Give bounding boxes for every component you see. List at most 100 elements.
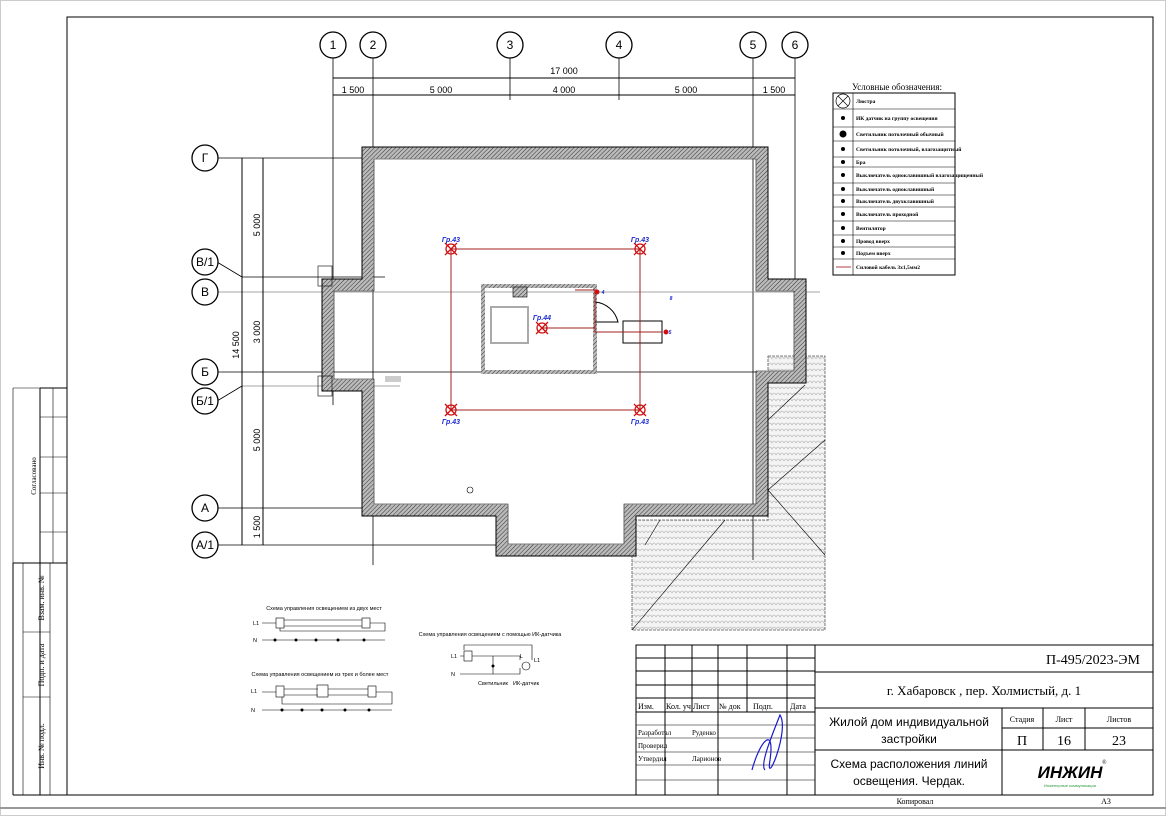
legend-label: Выключатель проходной (856, 211, 919, 218)
group-label: Гр.43 (631, 237, 649, 244)
scheme-title: Схема управления освещением из двух мест (266, 606, 382, 612)
legend-item: Провод вверх (833, 239, 955, 248)
role-checker: Проверил (638, 742, 668, 750)
control-schemes: Схема управления освещением из двух мест… (251, 606, 562, 714)
inv-orig-label: Инв. № подл. (37, 723, 46, 769)
legend-label: Светильник потолочный обычный (856, 131, 944, 138)
sign-date-label: Подп. и дата (37, 643, 46, 686)
col-list: Лист (693, 702, 710, 711)
switch-icon (663, 329, 669, 335)
legend-item: Светильник потолочный обычный (833, 130, 955, 142)
dim-h-1: 1 500 (342, 85, 365, 95)
sconce-icon (841, 160, 845, 164)
l1-label: L1 (253, 621, 259, 627)
fan-icon (841, 226, 845, 230)
axis-label: 5 (750, 38, 757, 52)
drawing-title-line2: освещения. Чердак. (853, 774, 965, 788)
dim-overall-h: 17 000 (550, 66, 578, 76)
l1-label: L1 (451, 654, 457, 660)
axis-label: 3 (507, 38, 514, 52)
n-label: N (253, 638, 257, 644)
chimney (490, 306, 529, 344)
group-label: Гр.43 (631, 419, 649, 426)
name-approver: Ларионов (692, 755, 722, 763)
company-logo: ИНЖИН (1038, 763, 1103, 782)
sheet-label: Лист (1056, 715, 1073, 724)
role-developer: Разработал (638, 729, 672, 737)
n-label: N (251, 708, 255, 714)
legend-label: Люстра (856, 99, 876, 105)
lamp-label: Светильник (478, 681, 508, 687)
left-stamp: Согласовано Взам. инв. № Подп. и дата Ин… (12, 387, 67, 796)
lighting-circuit: Гр.43 Гр.43 Гр.43 Гр.43 Гр.44 4 8 5 (442, 237, 673, 426)
dim-v-1: 5 000 (252, 214, 262, 237)
legend-item: Подъем вверх (833, 251, 955, 260)
legend-label: Выключатель двухклавишный (856, 198, 935, 205)
axis-label: 4 (616, 38, 623, 52)
dim-overall-v: 14 500 (231, 331, 241, 359)
dim-v-4: 1 500 (252, 516, 262, 539)
l1-out-label: L1 (534, 658, 540, 664)
axis-label: Г (202, 151, 209, 165)
ir-sensor-icon (521, 661, 531, 671)
switch-passthrough-icon (841, 212, 845, 216)
mark: 8 (670, 296, 673, 302)
drawing-code: П-495/2023-ЭМ (1046, 653, 1141, 668)
drawing-frame (66, 16, 1154, 796)
legend-item: Выключатель двухклавишный (833, 198, 955, 208)
sealed-light-icon (841, 147, 845, 151)
legend-label: ИК датчик на группу освещения (856, 116, 938, 122)
switch-double-icon (841, 199, 845, 203)
legend-item: Силовой кабель 3х1,5мм2 (836, 264, 920, 271)
ceiling-light-icon (839, 130, 847, 138)
sheet-value: 16 (1057, 734, 1071, 749)
axis-label: В (201, 285, 209, 299)
n-label: N (451, 672, 455, 678)
exterior-walls (317, 146, 807, 557)
format-label: А3 (1101, 797, 1111, 806)
col-date: Дата (790, 702, 806, 711)
col-sign: Подп. (753, 702, 773, 711)
col-doc: № док (719, 702, 741, 711)
group-label: Гр.44 (533, 315, 551, 322)
legend-item: Выключатель одноклавишный (833, 186, 955, 196)
door-swing (594, 301, 619, 323)
col-izm: Изм. (638, 702, 654, 711)
axis-label: Б (201, 365, 209, 379)
switch-icon (594, 289, 600, 295)
role-approver: Утвердил (638, 755, 667, 763)
dimensions: 17 000 1 500 5 000 4 000 5 000 1 500 14 … (231, 66, 795, 545)
l-label: L (520, 654, 523, 660)
mark: 5 (669, 330, 672, 336)
address: г. Хабаровск , пер. Холмистый, д. 1 (887, 683, 1081, 698)
legend-label: Провод вверх (856, 239, 890, 245)
dim-h-2: 5 000 (430, 85, 453, 95)
stage-value: П (1017, 734, 1027, 749)
company-logo-sub: Инженерные коммуникации (1044, 783, 1096, 788)
col-kol: Кол. уч (666, 702, 691, 711)
axis-label: В/1 (196, 255, 214, 269)
legend-item: ИК датчик на группу освещения (833, 116, 955, 128)
sheets-label: Листов (1107, 715, 1132, 724)
legend-title: Условные обозначения: (852, 82, 942, 92)
mark: 4 (601, 290, 605, 296)
legend-label: Силовой кабель 3х1,5мм2 (856, 264, 920, 271)
axis-label: А/1 (196, 538, 214, 552)
legend-item: Выключатель проходной (833, 211, 955, 222)
legend-item: Люстра (833, 93, 955, 110)
agreed-label: Согласовано (30, 457, 38, 495)
drawing-title-line1: Схема расположения линий (831, 757, 988, 771)
ir-sensor-icon (841, 116, 845, 120)
signature (751, 713, 783, 771)
replaced-inv-label: Взам. инв. № (37, 575, 46, 620)
sheets-value: 23 (1112, 734, 1126, 749)
object-line1: Жилой дом индивидуальной (829, 715, 989, 729)
sensor-label: ИК-датчик (513, 681, 540, 687)
group-label: Гр.43 (442, 237, 460, 244)
legend-label: Вентилятор (856, 226, 886, 232)
lamp-icon (835, 93, 851, 109)
legend-label: Бра (856, 160, 866, 166)
wire-down-icon (841, 251, 845, 255)
name-developer: Руденко (692, 729, 716, 737)
dim-v-2: 3 000 (252, 321, 262, 344)
